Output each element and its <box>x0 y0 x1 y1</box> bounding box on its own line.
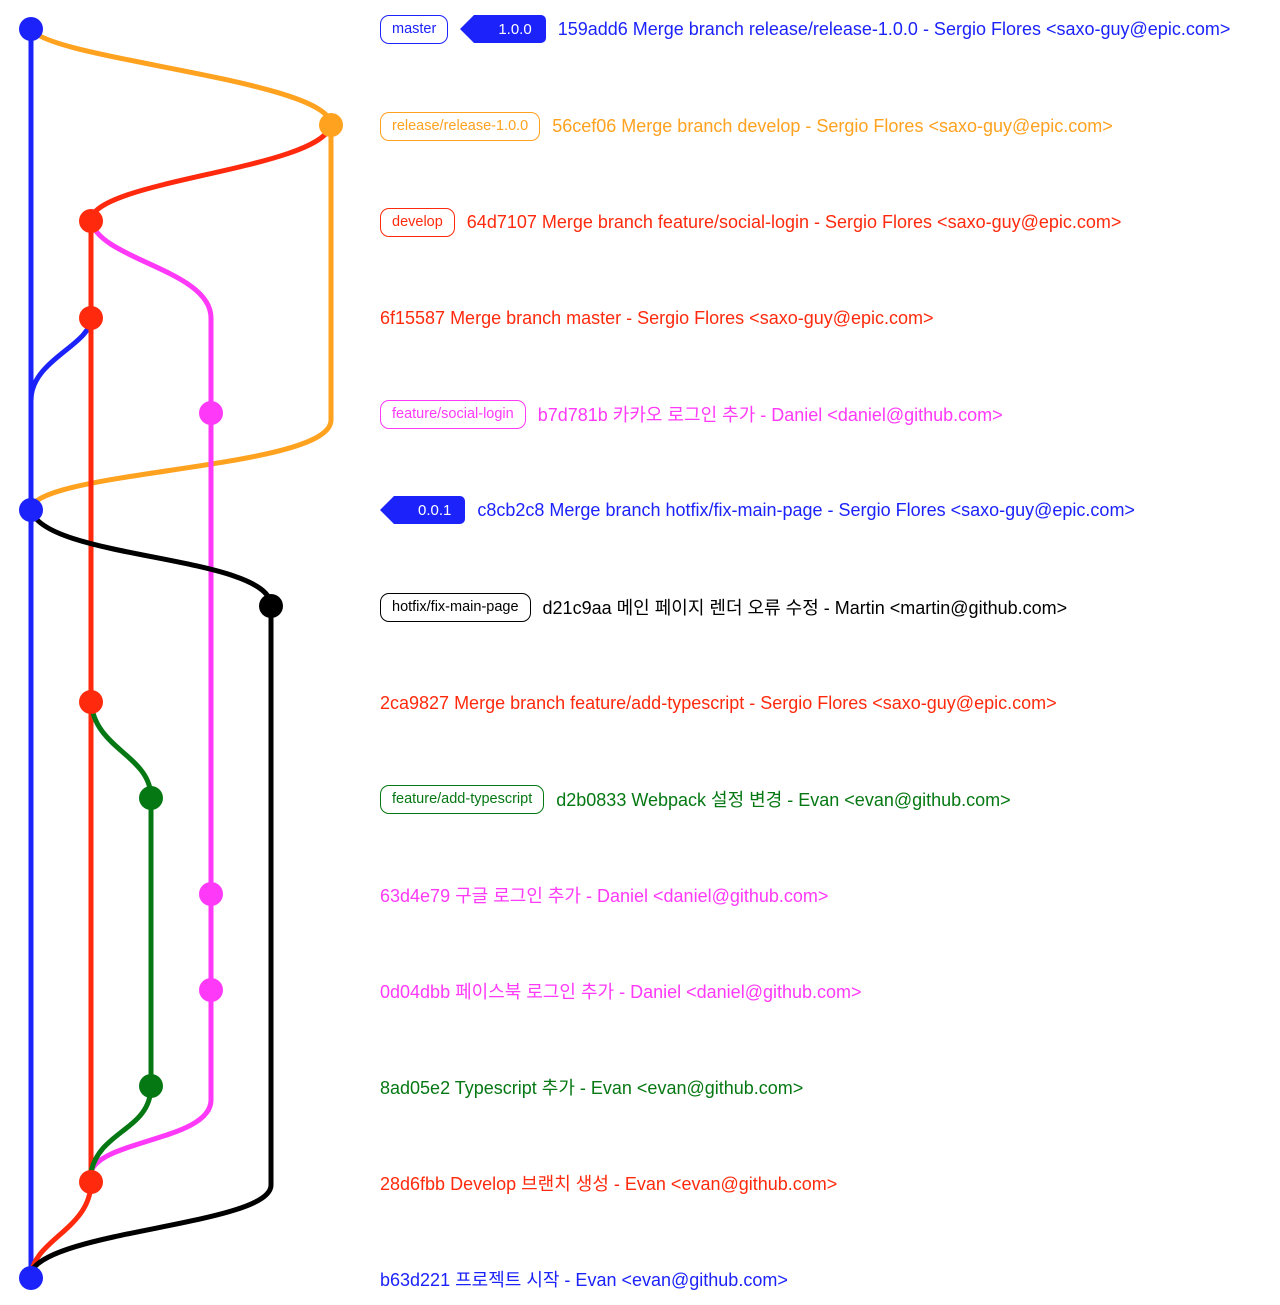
commit-message: 63d4e79 구글 로그인 추가 - Daniel <daniel@githu… <box>380 886 829 906</box>
commit-message: 64d7107 Merge branch feature/social-logi… <box>466 211 1122 232</box>
commit-message: 6f15587 Merge branch master - Sergio Flo… <box>380 307 934 328</box>
commit-dot-6f15587[interactable] <box>79 306 103 330</box>
commit-row[interactable]: b63d221 프로젝트 시작 - Evan <evan@github.com> <box>380 1262 788 1296</box>
commit-dot-c8cb2c8[interactable] <box>19 498 43 522</box>
branch-label-feature-social-login[interactable]: feature/social-login <box>380 399 526 429</box>
commit-message: c8cb2c8 Merge branch hotfix/fix-main-pag… <box>477 499 1135 520</box>
commit-dot-b63d221[interactable] <box>19 1266 43 1290</box>
tag-label-1-0-0[interactable]: 1.0.0 <box>460 15 546 43</box>
commit-row[interactable]: feature/add-typescript d2b0833 Webpack 설… <box>380 782 1011 816</box>
commit-row[interactable]: develop 64d7107 Merge branch feature/soc… <box>380 205 1121 239</box>
commit-row[interactable]: 0.0.1 c8cb2c8 Merge branch hotfix/fix-ma… <box>379 493 1135 527</box>
commit-message: b7d781b 카카오 로그인 추가 - Daniel <daniel@gith… <box>537 405 1003 425</box>
commit-dot-b7d781b[interactable] <box>199 401 223 425</box>
commit-message: b63d221 프로젝트 시작 - Evan <evan@github.com> <box>380 1270 788 1290</box>
commit-message: 8ad05e2 Typescript 추가 - Evan <evan@githu… <box>380 1078 804 1098</box>
commit-dot-56cef06[interactable] <box>319 113 343 137</box>
commit-message: 28d6fbb Develop 브랜치 생성 - Evan <evan@gith… <box>380 1174 838 1194</box>
commit-dot-2ca9827[interactable] <box>79 690 103 714</box>
commit-dot-d2b0833[interactable] <box>139 786 163 810</box>
git-graph <box>19 17 343 1290</box>
commit-dot-28d6fbb[interactable] <box>79 1170 103 1194</box>
branch-label-master[interactable]: master <box>380 14 449 44</box>
commit-row[interactable]: release/release-1.0.0 56cef06 Merge bran… <box>380 109 1113 143</box>
branch-line-develop <box>28 123 334 1279</box>
commit-dot-63d4e79[interactable] <box>199 882 223 906</box>
commit-row[interactable]: 63d4e79 구글 로그인 추가 - Daniel <daniel@githu… <box>380 878 828 912</box>
commit-row[interactable]: 28d6fbb Develop 브랜치 생성 - Evan <evan@gith… <box>380 1166 837 1200</box>
branch-line-release <box>28 27 334 511</box>
branch-label-feature-add-typescript[interactable]: feature/add-typescript <box>380 784 545 814</box>
commit-row[interactable]: master 1.0.0 159add6 Merge branch releas… <box>380 12 1230 46</box>
commit-row[interactable]: 6f15587 Merge branch master - Sergio Flo… <box>380 301 934 335</box>
commit-row[interactable]: 0d04dbb 페이스북 로그인 추가 - Daniel <daniel@git… <box>380 974 862 1008</box>
tag-label-0-0-1[interactable]: 0.0.1 <box>379 496 466 524</box>
branch-line-feature-add-typescript <box>88 701 154 1173</box>
commit-dot-159add6[interactable] <box>19 17 43 41</box>
commit-row[interactable]: 8ad05e2 Typescript 추가 - Evan <evan@githu… <box>380 1070 803 1104</box>
branch-line-hotfix <box>28 508 274 1274</box>
commit-message: 56cef06 Merge branch develop - Sergio Fl… <box>552 115 1113 136</box>
branch-label-release[interactable]: release/release-1.0.0 <box>380 111 541 141</box>
branch-label-develop[interactable]: develop <box>380 207 455 237</box>
commit-row[interactable]: hotfix/fix-main-page d21c9aa 메인 페이지 렌더 오… <box>380 590 1067 624</box>
branch-line-feature-social-login <box>88 220 214 1174</box>
commit-dot-0d04dbb[interactable] <box>199 978 223 1002</box>
branch-label-hotfix[interactable]: hotfix/fix-main-page <box>380 592 531 622</box>
commit-message: 159add6 Merge branch release/release-1.0… <box>557 18 1231 39</box>
commit-message: d21c9aa 메인 페이지 렌더 오류 수정 - Martin <martin… <box>542 598 1068 618</box>
commit-dot-d21c9aa[interactable] <box>259 594 283 618</box>
commit-message: d2b0833 Webpack 설정 변경 - Evan <evan@githu… <box>556 790 1011 810</box>
commit-row[interactable]: 2ca9827 Merge branch feature/add-typescr… <box>380 686 1057 720</box>
commit-row[interactable]: feature/social-login b7d781b 카카오 로그인 추가 … <box>380 397 1003 431</box>
commit-dot-64d7107[interactable] <box>79 209 103 233</box>
commit-message: 0d04dbb 페이스북 로그인 추가 - Daniel <daniel@git… <box>380 982 862 1002</box>
commit-message: 2ca9827 Merge branch feature/add-typescr… <box>380 692 1057 713</box>
commit-dot-8ad05e2[interactable] <box>139 1074 163 1098</box>
